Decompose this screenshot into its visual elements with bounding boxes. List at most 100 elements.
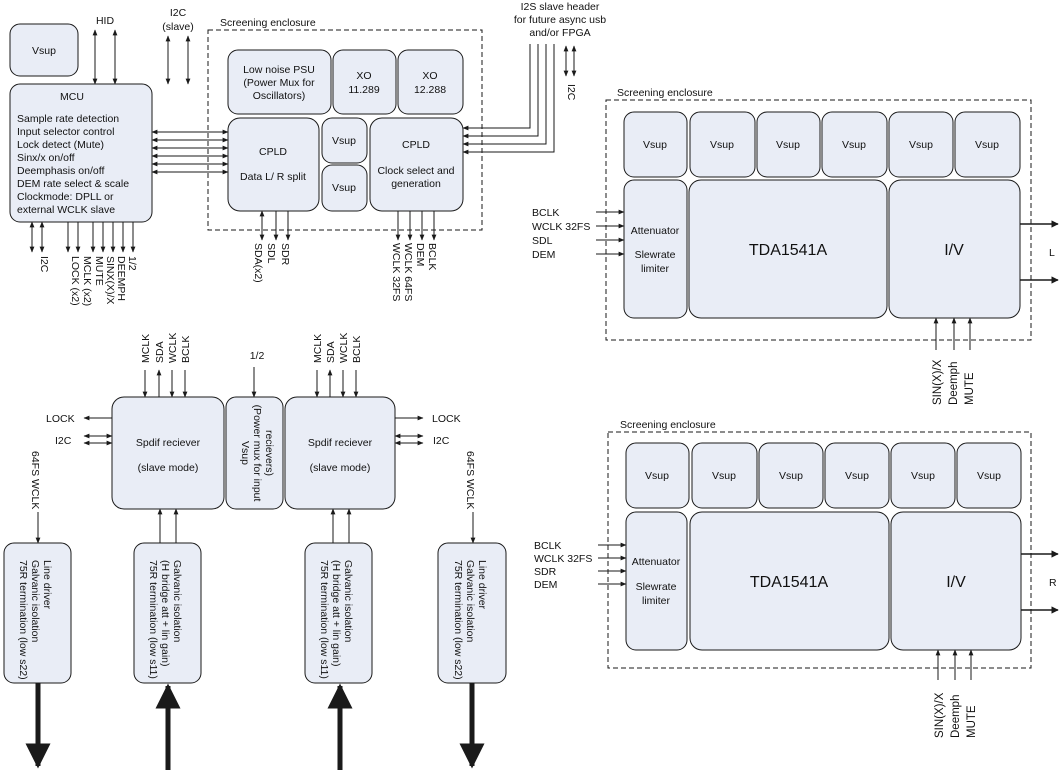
dac-left-in-dem: DEM xyxy=(532,249,555,261)
spdif-left-lock: LOCK xyxy=(46,413,75,425)
spdif-right-sig-sda: SDA xyxy=(325,341,337,363)
dac-left-att-line-2: Slewrate xyxy=(635,249,676,261)
driver-right-line-2: Galvanic isolation xyxy=(464,560,476,642)
i2s-header-line-1: I2S slave header xyxy=(521,1,600,13)
dac-right-tda xyxy=(689,511,890,651)
receiver-left-line-2: (H bridge att + lin gain) xyxy=(159,560,171,667)
dac-left-vsup-label-3: Vsup xyxy=(776,139,800,151)
i2c-slave-label-1: I2C xyxy=(170,7,187,19)
dac-left-vsup-label-6: Vsup xyxy=(975,139,999,151)
xo1-line-2: 11.289 xyxy=(348,84,379,96)
cpld2-title: CPLD xyxy=(402,139,430,151)
dac-left-att-line-1: Attenuator xyxy=(631,225,680,237)
spdif-right-sig-mclk: MCLK xyxy=(312,334,324,363)
mcu-line-6: DEM rate select & scale xyxy=(17,178,129,190)
dac-left-vsup-3 xyxy=(756,111,821,178)
driver-right-wclk-label: 64FS WCLK xyxy=(464,451,476,509)
dac-right-ctl-deemph: Deemph xyxy=(950,695,962,738)
mcu-line-5: Deemphasis on/off xyxy=(17,165,104,177)
dac-left-vsup-2 xyxy=(689,111,756,178)
psu-line-2: (Power Mux for xyxy=(243,77,315,89)
cpld2-sig-wclk64: WCLK 64FS xyxy=(402,243,414,301)
xo1-line-1: XO xyxy=(356,70,371,82)
dac-left-tda-label: TDA1541A xyxy=(749,242,828,259)
cpld1-sig-sda: SDA(x2) xyxy=(252,243,264,283)
dac-right-att-line-2: Slewrate xyxy=(636,581,677,593)
dac-right-att-line-1: Attenuator xyxy=(632,556,681,568)
mcu-sig-lock: LOCK (x2) xyxy=(69,256,81,306)
dac-right-vsup-label-1: Vsup xyxy=(645,470,669,482)
dac-right-output-label: R xyxy=(1049,577,1057,589)
dac-right-att-line-3: limiter xyxy=(642,595,671,607)
mid-vsup-line-3: recievers) xyxy=(263,430,275,476)
mcu-sig-i2c: I2C xyxy=(38,256,50,273)
io-blocks-section: 64FS WCLK 75R termination (low s22) Galv… xyxy=(3,451,507,770)
dac-right-vsup-label-3: Vsup xyxy=(779,470,803,482)
dac-left-vsup-6 xyxy=(954,111,1021,178)
dac-right-section: Screening enclosure Vsup Vsup Vsup Vsup … xyxy=(534,419,1059,738)
dac-right-attenuator xyxy=(625,511,688,651)
receiver-left-line-1: 75R termination (low s11) xyxy=(147,560,159,679)
driver-left-line-3: Line driver xyxy=(41,560,53,610)
mcu-vsup-label: Vsup xyxy=(32,45,56,57)
dac-right-enclosure xyxy=(607,431,1032,669)
spdif-left-sig-mclk: MCLK xyxy=(140,334,152,363)
receiver-right-line-2: (H bridge att + lin gain) xyxy=(330,560,342,667)
dac-right-vsup-label-6: Vsup xyxy=(977,470,1001,482)
dac-right-iv-label: I/V xyxy=(946,574,966,591)
dac-left-vsup-label-2: Vsup xyxy=(710,139,734,151)
psu-line-3: Oscillators) xyxy=(253,90,306,102)
dac-right-in-wclk: WCLK 32FS xyxy=(534,553,592,565)
dac-left-att-line-3: limiter xyxy=(641,263,670,275)
cpld1-sub: Data L/ R split xyxy=(240,171,306,183)
dac-right-vsup-label-2: Vsup xyxy=(712,470,736,482)
cpld2-line-3: generation xyxy=(391,178,441,190)
psu-block xyxy=(227,49,332,115)
spdif-left-block xyxy=(111,396,225,510)
spdif-left-sig-bclk: BCLK xyxy=(180,336,192,363)
spdif-right-lock: LOCK xyxy=(432,413,461,425)
cpld-vsup-a-label: Vsup xyxy=(332,135,356,147)
dac-left-title: Screening enclosure xyxy=(617,87,713,99)
cpld2-line-2: Clock select and xyxy=(377,165,454,177)
dac-left-section: Screening enclosure Vsup Vsup Vsup Vsup … xyxy=(532,87,1059,405)
psu-line-1: Low noise PSU xyxy=(243,64,315,76)
i2c-right-label: I2C xyxy=(565,84,577,101)
mcu-line-1: Sample rate detection xyxy=(17,113,119,125)
spdif-left-sig-sda: SDA xyxy=(154,341,166,363)
dac-right-in-sdr: SDR xyxy=(534,566,557,578)
dac-right-vsup-6 xyxy=(956,442,1022,509)
xo2-line-1: XO xyxy=(422,70,437,82)
mid-vsup-half: 1/2 xyxy=(250,350,265,362)
xo1-block xyxy=(332,49,397,115)
mcu-sig-half: 1/2 xyxy=(126,256,138,271)
dac-right-ctl-sinx: SIN(X)/X xyxy=(934,692,946,738)
dac-left-output-label: L xyxy=(1049,247,1055,259)
mcu-sig-mute: MUTE xyxy=(93,256,105,286)
dac-left-vsup-label-4: Vsup xyxy=(842,139,866,151)
dac-right-title: Screening enclosure xyxy=(620,419,716,431)
i2s-header-line-2: for future async usb xyxy=(514,14,606,26)
cpld2-sig-bclk: BCLK xyxy=(426,243,438,270)
dac-right-vsup-4 xyxy=(824,442,890,509)
i2c-slave-label-2: (slave) xyxy=(162,21,194,33)
receiver-right-line-3: Galvanic isolation xyxy=(342,560,354,642)
dac-left-vsup-label-1: Vsup xyxy=(643,139,667,151)
dac-left-iv-label: I/V xyxy=(944,242,964,259)
spdif-section: MCLK SDA WCLK BCLK Spdif reciever (slave… xyxy=(46,333,461,543)
dac-left-attenuator xyxy=(623,179,688,319)
dac-right-vsup-3 xyxy=(758,442,824,509)
mcu-sig-sinx: SINX(X)/X xyxy=(104,256,116,304)
mcu-line-2: Input selector control xyxy=(17,126,114,138)
dac-left-tda xyxy=(688,179,888,319)
dac-left-ctl-sinx: SIN(X)/X xyxy=(932,359,944,405)
dac-left-vsup-1 xyxy=(623,111,688,178)
cpld1-sig-sdr: SDR xyxy=(279,243,291,266)
driver-left-line-2: Galvanic isolation xyxy=(29,560,41,642)
hid-label: HID xyxy=(96,15,115,27)
mcu-line-7: Clockmode: DPLL or xyxy=(17,191,114,203)
receiver-right-line-1: 75R termination (low s11) xyxy=(318,560,330,679)
dac-right-vsup-1 xyxy=(625,442,690,509)
mcu-line-4: Sinx/x on/off xyxy=(17,152,75,164)
cpld-vsup-b-block xyxy=(321,164,368,212)
